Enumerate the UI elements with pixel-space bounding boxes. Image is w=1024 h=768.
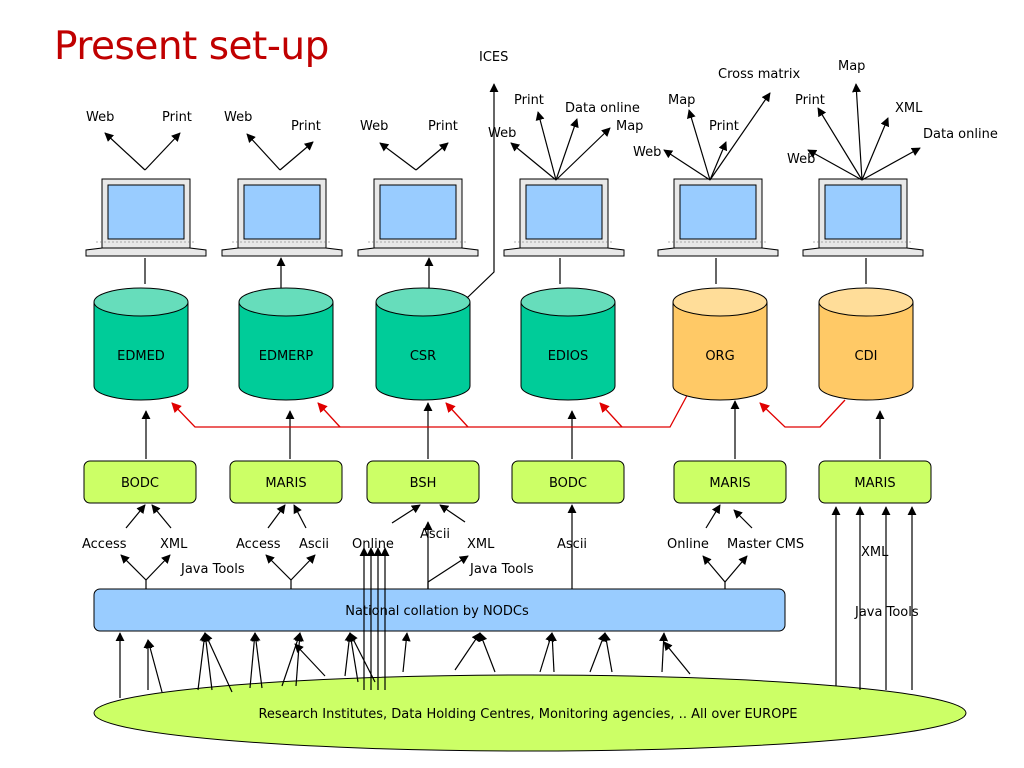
centre-box: MARIS: [818, 460, 932, 504]
laptop-icon: [85, 178, 207, 257]
centre-box: MARIS: [673, 460, 787, 504]
label-xml: XML: [467, 537, 495, 552]
centre-label: BODC: [121, 476, 159, 491]
label-xml: XML: [160, 537, 188, 552]
database-edios: EDIOS: [520, 287, 616, 401]
label-web: Web: [787, 152, 815, 167]
label-print: Print: [709, 119, 739, 134]
cdi-direct-arrows: [831, 506, 917, 690]
database-label: EDIOS: [548, 349, 589, 364]
databases: EDMED EDMERP CSR EDIOS ORG: [93, 287, 914, 401]
label-data-online: Data online: [565, 101, 640, 116]
label-ascii: Ascii: [557, 537, 587, 552]
centre-label: MARIS: [854, 476, 895, 491]
label-web: Web: [224, 110, 252, 125]
nodc-bar-label: National collation by NODCs: [345, 604, 529, 619]
label-master-cms: Master CMS: [727, 537, 804, 552]
database-label: ORG: [705, 349, 734, 364]
sources-label: Research Institutes, Data Holding Centre…: [258, 707, 797, 722]
database-cdi: CDI: [818, 287, 914, 401]
label-xml: XML: [895, 101, 923, 116]
label-online: Online: [352, 537, 394, 552]
label-java-tools: Java Tools: [469, 562, 534, 577]
label-access: Access: [82, 537, 127, 552]
label-ices: ICES: [479, 50, 508, 65]
centre-label: MARIS: [709, 476, 750, 491]
label-web: Web: [633, 145, 661, 160]
label-web: Web: [86, 110, 114, 125]
label-online: Online: [667, 537, 709, 552]
label-print: Print: [428, 119, 458, 134]
label-java-tools: Java Tools: [180, 562, 245, 577]
database-csr: CSR: [375, 287, 471, 401]
label-map: Map: [668, 93, 695, 108]
database-label: EDMED: [117, 349, 165, 364]
database-edmed: EDMED: [93, 287, 189, 401]
label-xml: XML: [861, 545, 889, 560]
label-print: Print: [795, 93, 825, 108]
output-arrows: [104, 83, 921, 181]
label-data-online: Data online: [923, 127, 998, 142]
org-links: [171, 389, 846, 428]
nodc-bar: [93, 588, 786, 632]
output-labels: Web Print Web Print Web Print ICES Web P…: [86, 50, 998, 167]
centre-box: BODC: [511, 460, 625, 504]
label-web: Web: [360, 119, 388, 134]
input-labels: Access XML Java Tools Access Ascii Onlin…: [82, 527, 919, 620]
label-java-tools: Java Tools: [854, 605, 919, 620]
centre-box: MARIS: [229, 460, 343, 504]
database-org: ORG: [672, 287, 768, 401]
label-print: Print: [291, 119, 321, 134]
laptop-icon: [503, 178, 625, 257]
laptop-icon: [357, 178, 479, 257]
centre-label: BSH: [410, 476, 437, 491]
label-cross-matrix: Cross matrix: [718, 67, 800, 82]
laptops: [85, 178, 924, 257]
centre-label: BODC: [549, 476, 587, 491]
db-to-laptop-arrows: [144, 83, 867, 299]
label-map: Map: [838, 59, 865, 74]
label-ascii: Ascii: [299, 537, 329, 552]
label-web: Web: [488, 126, 516, 141]
database-label: EDMERP: [259, 349, 314, 364]
database-label: CDI: [855, 349, 878, 364]
laptop-icon: [221, 178, 343, 257]
sources-ellipse: [93, 674, 967, 752]
database-edmerp: EDMERP: [238, 287, 334, 401]
bar-to-centre-arrows: [120, 504, 753, 589]
slide-title: Present set-up: [54, 24, 329, 69]
centre-to-db-arrows: [141, 400, 885, 459]
label-access: Access: [236, 537, 281, 552]
laptop-icon: [802, 178, 924, 257]
label-print: Print: [162, 110, 192, 125]
label-print: Print: [514, 93, 544, 108]
centre-box: BODC: [83, 460, 197, 504]
centre-label: MARIS: [265, 476, 306, 491]
label-map: Map: [616, 119, 643, 134]
source-arrows: [115, 632, 691, 698]
online-direct-arrows: [359, 547, 390, 690]
centre-boxes: BODC MARIS BSH BODC MARIS MARIS: [83, 460, 932, 504]
centre-box: BSH: [366, 460, 480, 504]
label-ascii: Ascii: [420, 527, 450, 542]
database-label: CSR: [410, 349, 436, 364]
laptop-icon: [657, 178, 779, 257]
